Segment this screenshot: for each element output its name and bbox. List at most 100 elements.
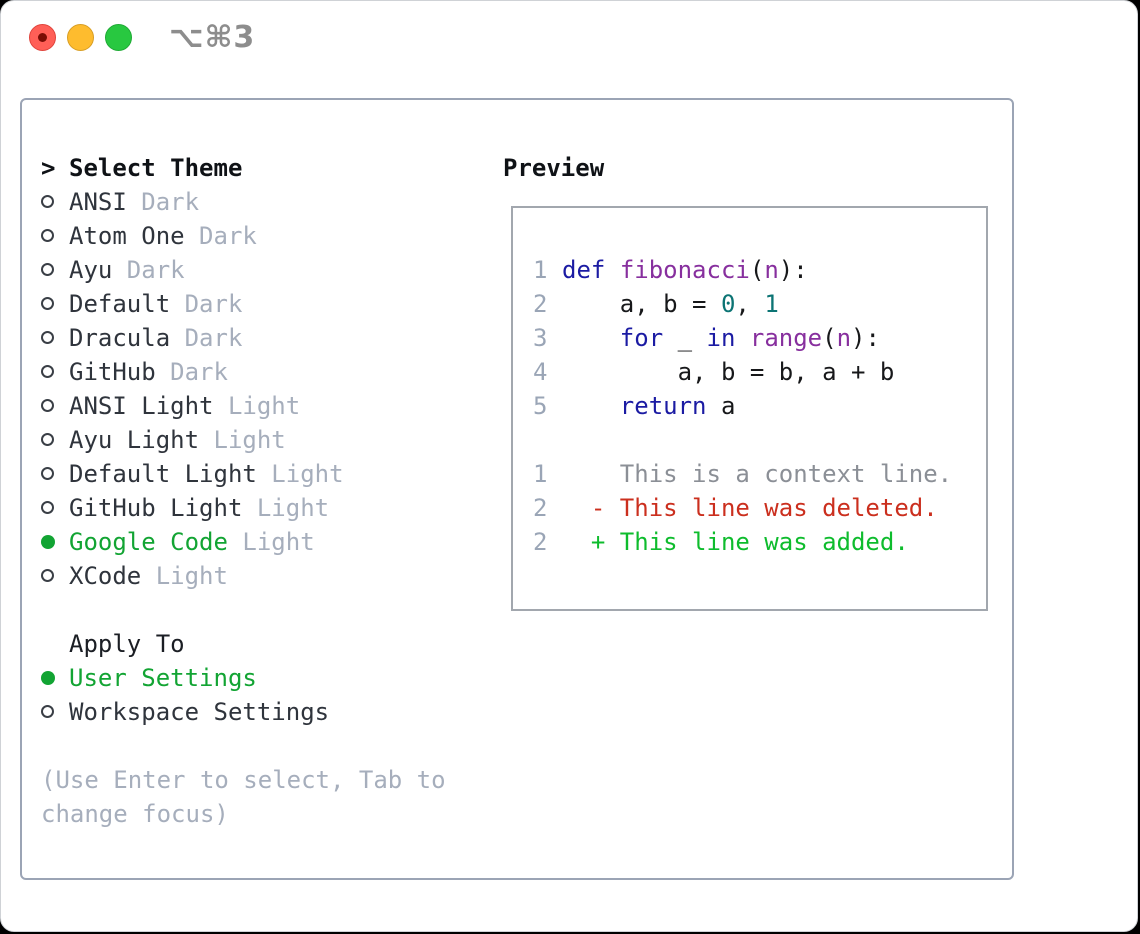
code-token-pln: ):: [851, 324, 880, 352]
help-line: change focus): [41, 800, 229, 828]
theme-name: Google Code: [69, 528, 228, 556]
code-token-pln: a, b = b, a + b: [562, 358, 895, 386]
zoom-button[interactable]: [105, 24, 132, 51]
code-token-pln: a, b =: [562, 290, 721, 318]
theme-name: XCode: [69, 562, 142, 590]
theme-list-item[interactable]: Ayu Light Light: [41, 423, 344, 457]
minimize-button[interactable]: [67, 24, 94, 51]
radio-selected-icon: [41, 534, 55, 549]
code-token-add: + This line was added.: [562, 528, 909, 556]
apply-to-option[interactable]: User Settings: [41, 661, 329, 695]
radio-icon: [41, 467, 54, 480]
theme-list-item[interactable]: Ayu Dark: [41, 253, 344, 287]
apply-to-label: User Settings: [69, 664, 257, 692]
theme-name: GitHub: [69, 358, 156, 386]
code-token-kw: def: [562, 256, 606, 284]
theme-name: Ayu: [69, 256, 113, 284]
line-number: 2: [533, 290, 548, 318]
code-token-fn: n: [764, 256, 779, 284]
line-number: 4: [533, 358, 548, 386]
code-token-fn: range: [749, 324, 823, 352]
line-number: 1: [533, 460, 548, 488]
theme-name: Default: [69, 290, 171, 318]
line-number: 2: [533, 528, 548, 556]
theme-list-item[interactable]: Default Dark: [41, 287, 344, 321]
theme-list-item[interactable]: Dracula Dark: [41, 321, 344, 355]
theme-variant: Dark: [112, 256, 185, 284]
radio-selected-icon: [41, 670, 55, 685]
apply-to-title: Apply To: [69, 630, 185, 658]
code-token-pln: [605, 256, 619, 284]
radio-icon: [41, 501, 54, 514]
radio-icon: [41, 433, 54, 446]
code-token-kw: for: [619, 324, 664, 352]
theme-list-item[interactable]: GitHub Light Light: [41, 491, 344, 525]
preview-title: Preview: [503, 154, 605, 182]
theme-variant: Dark: [126, 188, 200, 216]
radio-icon: [41, 297, 54, 310]
radio-icon: [41, 263, 54, 276]
theme-name: Dracula: [69, 324, 171, 352]
theme-variant: Light: [141, 562, 228, 590]
theme-name: Atom One: [69, 222, 185, 250]
window-shortcut-label: ⌥⌘3: [169, 20, 256, 55]
line-number: 1: [533, 256, 548, 284]
theme-name: ANSI: [69, 188, 127, 216]
code-token-pln: [562, 324, 620, 352]
theme-list-item[interactable]: ANSI Dark: [41, 185, 344, 219]
apply-to-header-row: Apply To: [41, 627, 329, 661]
selection-cursor-icon: >: [41, 154, 56, 182]
theme-list-item[interactable]: XCode Light: [41, 559, 344, 593]
theme-name: Ayu Light: [69, 426, 200, 454]
theme-variant: Light: [242, 494, 330, 522]
apply-to-option[interactable]: Workspace Settings: [41, 695, 329, 729]
code-token-pln: ,: [735, 290, 765, 318]
theme-list-item[interactable]: Atom One Dark: [41, 219, 344, 253]
unsaved-changes-dot-icon: [38, 33, 47, 42]
radio-icon: [41, 195, 54, 208]
theme-variant: Dark: [170, 324, 243, 352]
theme-variant: Light: [213, 392, 301, 420]
title-bar: ⌥⌘3: [1, 1, 1137, 76]
theme-name: GitHub Light: [69, 494, 243, 522]
apply-to-label: Workspace Settings: [69, 698, 330, 726]
theme-variant: Dark: [184, 222, 257, 250]
code-token-lit: 0: [720, 290, 736, 318]
theme-list-item[interactable]: Default Light Light: [41, 457, 344, 491]
line-number: 2: [533, 494, 548, 522]
close-button[interactable]: [29, 24, 56, 51]
code-line: [533, 423, 952, 457]
radio-icon: [41, 331, 54, 344]
theme-variant: Light: [227, 528, 315, 556]
code-token-kw: in: [706, 324, 736, 352]
theme-variant: Light: [256, 460, 344, 488]
code-token-pln: [735, 324, 749, 352]
code-token-pln: ):: [778, 256, 808, 284]
code-token-kw: return: [619, 392, 707, 420]
theme-list-item[interactable]: ANSI Light Light: [41, 389, 344, 423]
radio-icon: [41, 569, 54, 582]
code-line: 1 This is a context line.: [533, 457, 952, 491]
code-token-pln: [562, 392, 620, 420]
radio-icon: [41, 705, 54, 718]
code-token-pln: (: [822, 324, 837, 352]
code-token-pln: (: [749, 256, 765, 284]
code-token-lit: 1: [764, 290, 779, 318]
theme-name: Default Light: [69, 460, 257, 488]
code-line: 2 - This line was deleted.: [533, 491, 952, 525]
theme-variant: Dark: [155, 358, 228, 386]
code-token-pln: a: [706, 392, 736, 420]
theme-list-item[interactable]: GitHub Dark: [41, 355, 344, 389]
theme-list-item[interactable]: Google Code Light: [41, 525, 344, 559]
code-token-ctx: This is a context line.: [562, 460, 953, 488]
radio-icon: [41, 229, 54, 242]
